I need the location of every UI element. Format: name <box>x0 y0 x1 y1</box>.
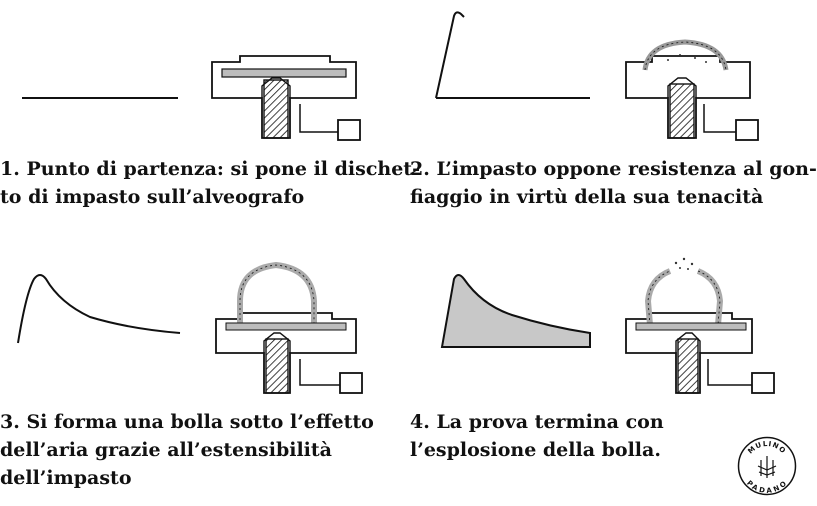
step-3-figure <box>17 261 363 394</box>
step-3-caption: 3. Si forma una bolla sotto l’effetto de… <box>0 408 392 492</box>
dough-disc <box>221 68 347 78</box>
step-2-caption: 2. L’impasto oppone resistenza al gon- f… <box>410 155 817 211</box>
manometer-box <box>339 372 363 394</box>
manometer-box <box>337 119 361 141</box>
caption-line: 4. La prova termina con <box>410 411 664 433</box>
step-3-panel: 3. Si forma una bolla sotto l’effetto de… <box>0 253 400 506</box>
piston <box>263 79 289 139</box>
caption-line: fiaggio in virtù della sua tenacità <box>410 186 764 208</box>
piston <box>669 83 695 139</box>
step-2-panel: 2. L’impasto oppone resistenza al gon- f… <box>400 0 817 253</box>
dough-bubble-small <box>642 39 729 71</box>
caption-line: dell’aria grazie all’estensibilità <box>0 439 332 461</box>
alveogram-curve-filled <box>440 274 591 348</box>
manometer-box <box>751 372 775 394</box>
alveograph-apparatus <box>625 39 759 141</box>
manometer-box <box>735 119 759 141</box>
step-2-figure <box>435 11 759 141</box>
alveogram-curve-peak <box>17 274 181 344</box>
alveograph-apparatus <box>625 257 775 394</box>
step-1-figure <box>22 55 361 141</box>
caption-line: to di impasto sull’alveografo <box>0 186 305 208</box>
alveograph-apparatus <box>215 261 363 394</box>
mulino-padano-logo: MULINO PADANO <box>737 436 797 496</box>
alveogram-curve-rise <box>435 11 590 99</box>
alveograph-apparatus <box>211 55 361 141</box>
step-4-caption: 4. La prova termina con l’esplosione del… <box>410 408 802 464</box>
piston <box>265 338 289 394</box>
caption-line: dell’impasto <box>0 467 132 489</box>
step-4-panel: 4. La prova termina con l’esplosione del… <box>400 253 800 506</box>
caption-line: 3. Si forma una bolla sotto l’effetto <box>0 411 374 433</box>
step-1-panel: 1. Punto di partenza: si pone il dischet… <box>0 0 420 253</box>
caption-line: 2. L’impasto oppone resistenza al gon- <box>410 158 817 180</box>
wheat-icon <box>757 456 777 478</box>
step-4-figure <box>440 257 775 394</box>
piston <box>677 338 699 394</box>
caption-line: 1. Punto di partenza: si pone il dischet… <box>0 158 420 180</box>
step-1-caption: 1. Punto di partenza: si pone il dischet… <box>0 155 420 211</box>
caption-line: l’esplosione della bolla. <box>410 439 661 461</box>
